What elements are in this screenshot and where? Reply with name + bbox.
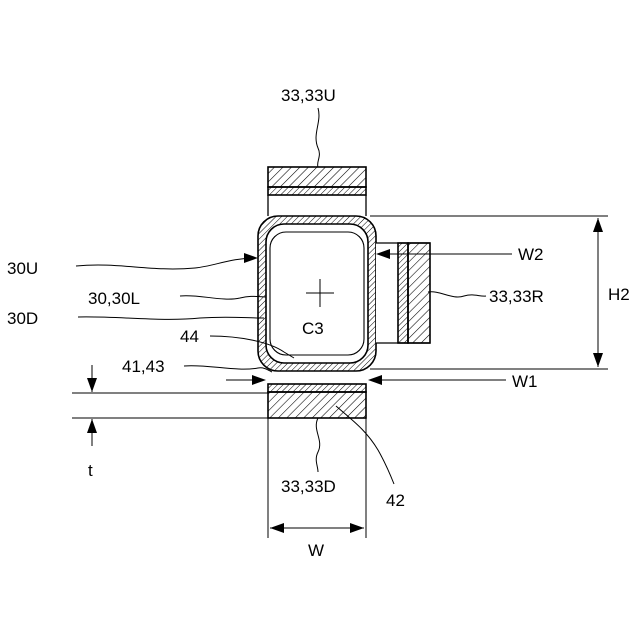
leader-33u — [316, 108, 319, 167]
leader-30-30l — [180, 296, 266, 299]
label-w2: W2 — [518, 245, 544, 264]
side-member-33r — [376, 243, 430, 343]
label-44: 44 — [180, 327, 199, 346]
label-top-member: 33,33U — [281, 86, 336, 105]
top-member-33u — [268, 167, 366, 195]
label-30-30l: 30,30L — [88, 289, 140, 308]
label-42: 42 — [386, 491, 405, 510]
leader-33r — [428, 292, 486, 297]
label-bottom-member: 33,33D — [281, 477, 336, 496]
label-w: W — [308, 541, 324, 560]
arrow-30u — [76, 253, 258, 269]
label-h2: H2 — [608, 285, 630, 304]
leader-41-43 — [184, 366, 272, 372]
label-c3: C3 — [302, 319, 324, 338]
label-side-member: 33,33R — [489, 287, 544, 306]
dimension-t — [72, 365, 268, 446]
label-30d: 30D — [7, 309, 38, 328]
label-41-43: 41,43 — [122, 357, 165, 376]
bottom-member-33d — [268, 384, 366, 418]
label-t: t — [88, 461, 93, 480]
leader-33d — [316, 418, 320, 472]
label-30u: 30U — [7, 259, 38, 278]
label-w1: W1 — [512, 372, 538, 391]
leader-30d — [78, 317, 264, 320]
